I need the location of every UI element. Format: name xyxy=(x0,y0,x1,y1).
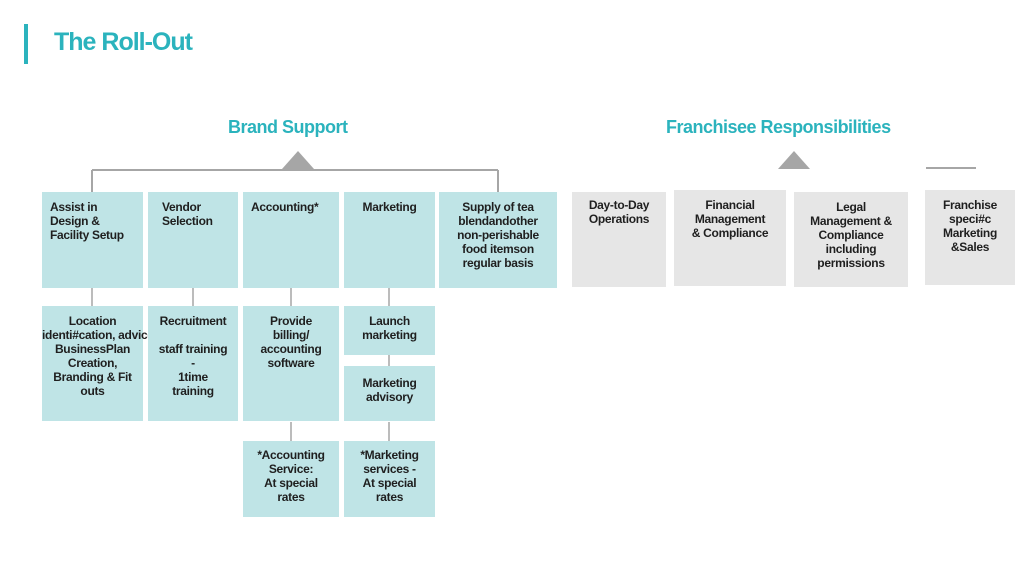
box-billing: Provide billing/ accounting software xyxy=(243,306,339,421)
brand-support-arrow xyxy=(282,151,314,169)
box-marketing-service: *Marketing services - At special rates xyxy=(344,441,435,517)
box-recruitment: Recruitment staff training - 1time train… xyxy=(148,306,238,421)
box-marketing: Marketing xyxy=(344,192,435,288)
box-launch-marketing: Launch marketing xyxy=(344,306,435,355)
box-accounting-service: *Accounting Service: At special rates xyxy=(243,441,339,517)
accent-bar xyxy=(24,24,28,64)
franchisee-arrow xyxy=(778,151,810,169)
heading-brand-support: Brand Support xyxy=(228,117,348,137)
box-marketing-advisory: Marketing advisory xyxy=(344,366,435,421)
heading-franchisee-responsibilities: Franchisee Responsibilities xyxy=(666,117,891,137)
page-title: The Roll-Out xyxy=(54,28,193,56)
box-legal-management: Legal Management & Compliance including … xyxy=(794,192,908,287)
box-location: Location identi#cation, advice & Busines… xyxy=(42,306,165,421)
box-vendor-selection: Vendor Selection xyxy=(148,192,238,288)
box-day-to-day-operations: Day-to-Day Operations xyxy=(572,192,666,287)
box-franchise-marketing: Franchise speci#c Marketing &Sales xyxy=(925,190,1015,285)
box-accounting: Accounting* xyxy=(243,192,339,288)
box-assist-design: Assist in Design & Facility Setup xyxy=(42,192,143,288)
box-supply: Supply of tea blendandother non-perishab… xyxy=(439,192,557,288)
box-financial-management: Financial Management & Compliance xyxy=(674,190,786,286)
